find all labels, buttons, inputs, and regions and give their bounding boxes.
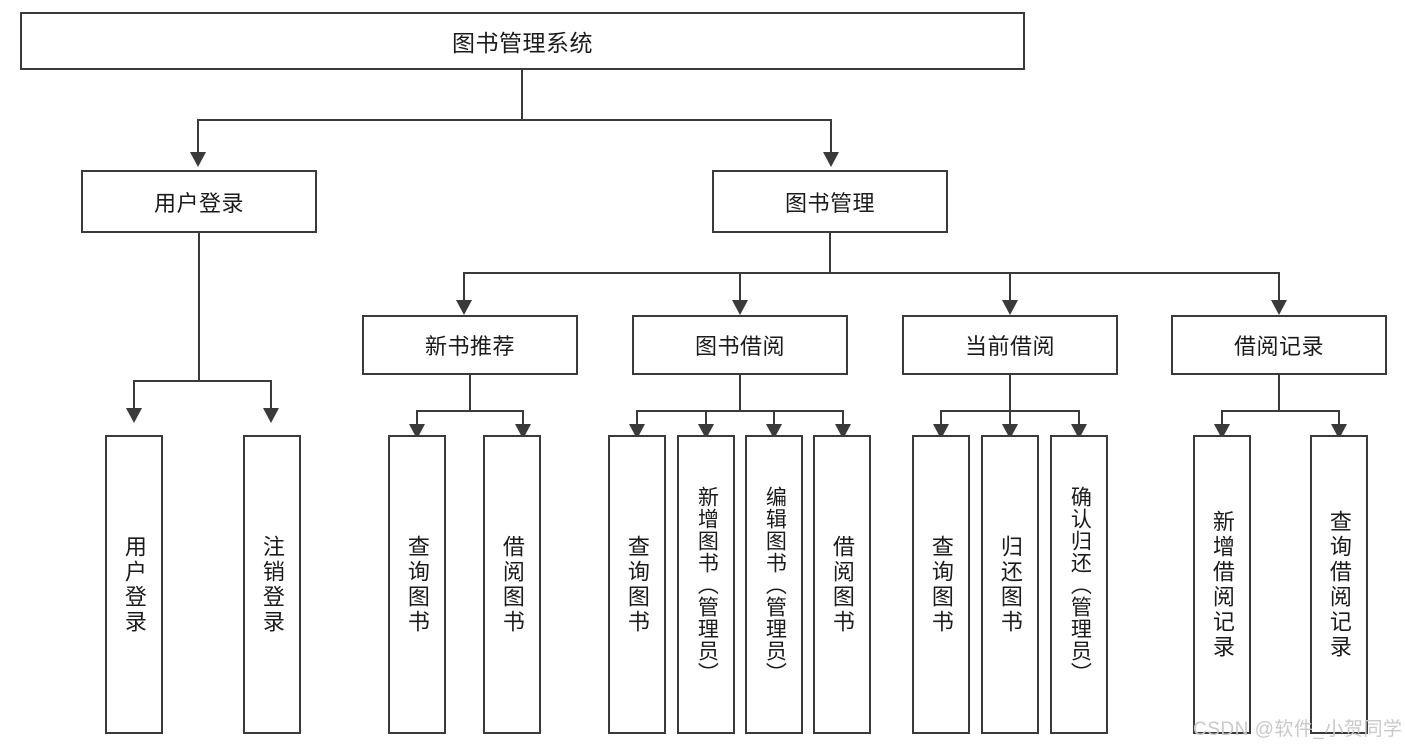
leaf-query-borrow-record[interactable]: 查询借阅记录 (1310, 435, 1368, 734)
arrowhead-login-2 (263, 408, 279, 423)
connector-user-login-bus (133, 380, 270, 382)
node-label: 用户登录 (153, 190, 244, 216)
connector-drop-user-login (197, 119, 199, 155)
leaf-label: 归还图书 (997, 534, 1023, 635)
connector-borrow-record-bus (1221, 410, 1339, 412)
leaf-edit-book-admin[interactable]: 编辑图书（管理员） (745, 435, 803, 734)
arrowhead-borrow-record (1271, 300, 1287, 315)
connector-borrow-book-stem (739, 375, 741, 411)
connector-drop-cb-1 (940, 410, 942, 428)
node-user-login[interactable]: 用户登录 (81, 170, 317, 233)
connector-drop-bb-4 (842, 410, 844, 428)
leaf-query-book-new[interactable]: 查询图书 (388, 435, 446, 734)
leaf-label: 借阅图书 (499, 534, 525, 635)
connector-drop-bb-1 (636, 410, 638, 428)
connector-drop-login-2 (270, 380, 272, 410)
leaf-query-book-borrow[interactable]: 查询图书 (608, 435, 666, 734)
connector-drop-br-2 (1338, 410, 1340, 428)
leaf-user-login[interactable]: 用户登录 (105, 435, 163, 734)
connector-drop-bb-3 (773, 410, 775, 428)
connector-root-stem (521, 70, 523, 120)
arrowhead-user-login (190, 152, 206, 167)
connector-drop-br-1 (1221, 410, 1223, 428)
arrowhead-current-borrow (1002, 300, 1018, 315)
arrowhead-login-1 (126, 408, 142, 423)
connector-current-borrow-stem (1009, 375, 1011, 411)
connector-book-mgmt-stem (829, 233, 831, 273)
node-borrow-record[interactable]: 借阅记录 (1171, 315, 1387, 375)
leaf-label: 查询图书 (624, 534, 650, 635)
leaf-return-book[interactable]: 归还图书 (981, 435, 1039, 734)
leaf-label: 注销登录 (259, 534, 285, 635)
leaf-label: 新增借阅记录 (1209, 509, 1235, 660)
node-label: 新书推荐 (424, 334, 515, 359)
node-label: 图书借阅 (694, 334, 785, 359)
node-book-management[interactable]: 图书管理 (712, 170, 948, 233)
leaf-label: 用户登录 (121, 534, 147, 635)
connector-drop-nb-2 (522, 410, 524, 428)
connector-level3-bus (463, 272, 1280, 274)
leaf-query-book-current[interactable]: 查询图书 (912, 435, 970, 734)
leaf-label: 新增图书（管理员） (695, 485, 719, 684)
leaf-label: 查询图书 (404, 534, 430, 635)
connector-user-login-stem (198, 233, 200, 381)
connector-new-book-stem (469, 375, 471, 411)
node-label: 当前借阅 (964, 334, 1055, 359)
leaf-label: 借阅图书 (829, 534, 855, 635)
arrowhead-book-mgmt (823, 152, 839, 167)
leaf-logout[interactable]: 注销登录 (243, 435, 301, 734)
node-new-book-recommend[interactable]: 新书推荐 (362, 315, 578, 375)
connector-drop-cb-3 (1078, 410, 1080, 428)
connector-borrow-book-bus (636, 410, 844, 412)
node-book-borrow[interactable]: 图书借阅 (632, 315, 848, 375)
leaf-label: 查询借阅记录 (1326, 509, 1352, 660)
leaf-label: 查询图书 (928, 534, 954, 635)
connector-drop-borrow-record (1278, 272, 1280, 302)
connector-drop-current-borrow (1009, 272, 1011, 302)
connector-borrow-record-stem (1278, 375, 1280, 411)
leaf-label: 确认归还（管理员） (1068, 485, 1092, 684)
connector-drop-login-1 (133, 380, 135, 410)
node-label: 图书管理系统 (452, 30, 593, 56)
connector-drop-borrow-book (739, 272, 741, 302)
connector-drop-nb-1 (416, 410, 418, 428)
leaf-add-borrow-record[interactable]: 新增借阅记录 (1193, 435, 1251, 734)
node-label: 图书管理 (784, 190, 875, 216)
node-current-borrow[interactable]: 当前借阅 (902, 315, 1118, 375)
node-root-system[interactable]: 图书管理系统 (20, 12, 1025, 70)
leaf-confirm-return-admin[interactable]: 确认归还（管理员） (1050, 435, 1108, 734)
arrowhead-borrow-book (732, 300, 748, 315)
leaf-borrow-book-new[interactable]: 借阅图书 (483, 435, 541, 734)
connector-drop-cb-2 (1009, 410, 1011, 428)
connector-new-book-bus (416, 410, 523, 412)
arrowhead-new-book (456, 300, 472, 315)
leaf-label: 编辑图书（管理员） (763, 485, 787, 684)
leaf-borrow-book[interactable]: 借阅图书 (813, 435, 871, 734)
connector-drop-bb-2 (705, 410, 707, 428)
connector-drop-new-book (463, 272, 465, 302)
connector-drop-book-mgmt (830, 119, 832, 155)
connector-level2-bus (197, 119, 832, 121)
node-label: 借阅记录 (1233, 334, 1324, 359)
leaf-add-book-admin[interactable]: 新增图书（管理员） (677, 435, 735, 734)
